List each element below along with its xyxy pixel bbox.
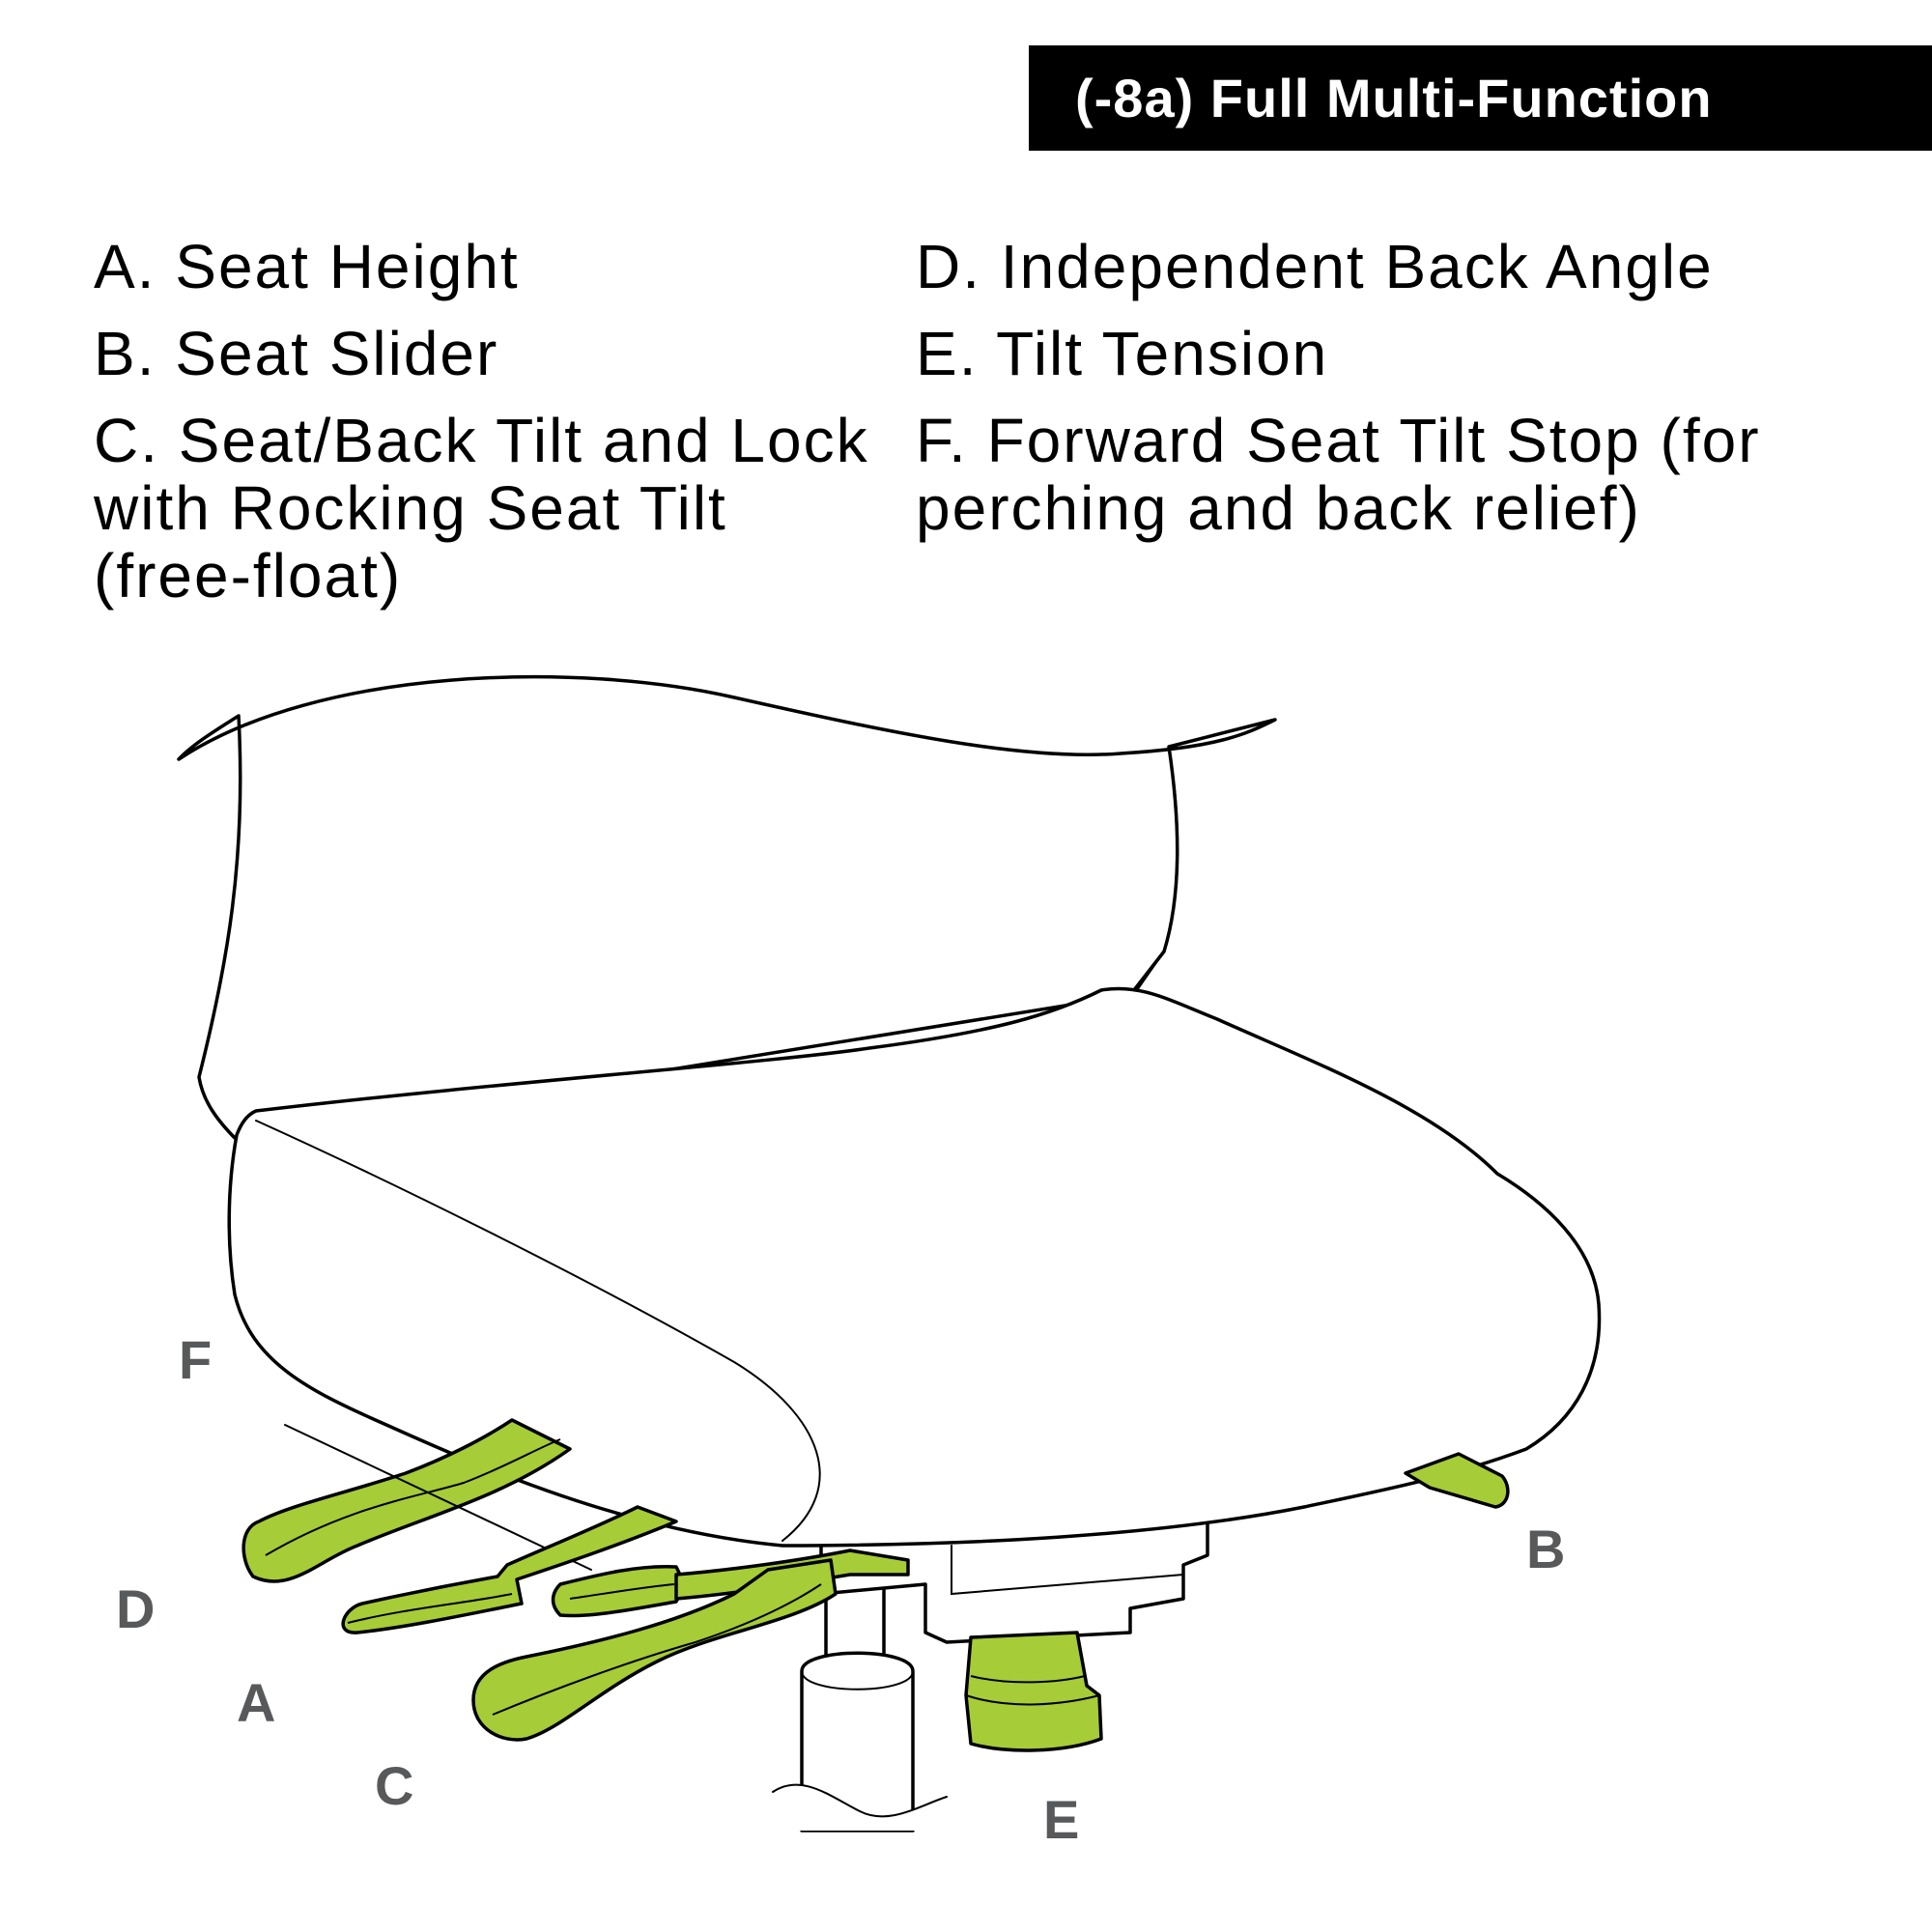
seat-slider-lever (1404, 1452, 1510, 1509)
legend-right: D. Independent Back Angle E. Tilt Tensio… (916, 233, 1882, 561)
part-label-a: A (237, 1672, 275, 1733)
seat-height-lever (551, 1548, 910, 1618)
legend-item-f: F. Forward Seat Tilt Stop (for perching … (916, 406, 1761, 543)
backrest-left-edge (198, 715, 242, 1078)
legend-item-e: E. Tilt Tension (916, 319, 1329, 388)
legend-left: A. Seat Height B. Seat Slider C. Seat/Ba… (94, 233, 905, 629)
legend-item-a: A. Seat Height (94, 232, 520, 301)
legend-item-d: D. Independent Back Angle (916, 232, 1714, 301)
part-label-d: D (116, 1578, 155, 1639)
forward-tilt-stop-lever (242, 1418, 572, 1583)
title-bar: (-8a) Full Multi-Function (1029, 45, 1932, 151)
backrest-right-edge (1134, 746, 1179, 994)
back-angle-lever (341, 1505, 678, 1634)
seat-back-tilt-lever (471, 1558, 838, 1742)
tilt-tension-knob (964, 1631, 1103, 1752)
part-label-b: B (1526, 1519, 1565, 1579)
seat-cushion (227, 986, 1602, 1548)
stop-rod (284, 1424, 592, 1571)
legend-item-b: B. Seat Slider (94, 319, 499, 388)
gas-cylinder (772, 1582, 948, 1833)
part-label-e: E (1043, 1789, 1079, 1850)
part-label-c: C (375, 1755, 413, 1816)
part-label-f: F (179, 1329, 212, 1390)
page-title: (-8a) Full Multi-Function (1075, 68, 1713, 128)
legend-item-c: C. Seat/Back Tilt and Lock with Rocking … (94, 406, 869, 611)
seat-front-edge (255, 1120, 821, 1542)
chair-diagram: F D A C E B (116, 674, 1602, 1850)
